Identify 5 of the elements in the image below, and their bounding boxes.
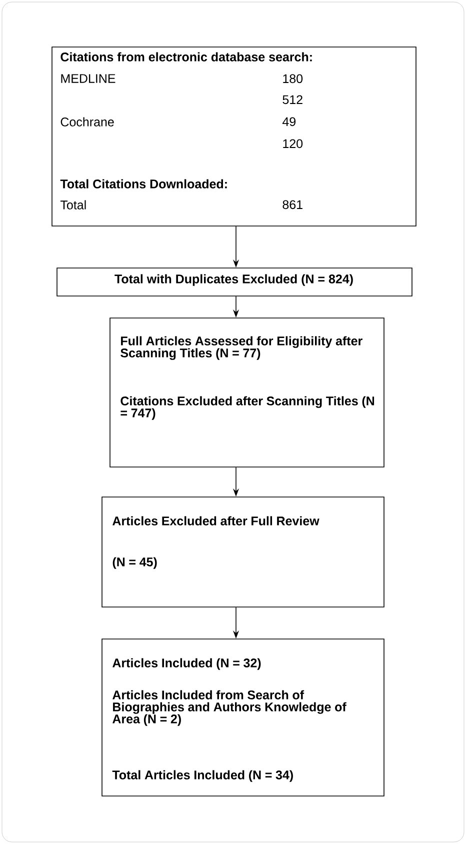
flow-box: Total with Duplicates Excluded (N = 824) <box>56 268 412 296</box>
flow-box: Articles Excluded after Full Review (N = 45) <box>102 496 384 608</box>
flow-box: Full Articles Assessed for Eligibility after Scanning Titles (N = 77) Citations Excluded after Scanning Titles (N = 747) <box>110 318 384 468</box>
flow-box: Articles Included (N = 32) Articles Included from Search of Biographies and Authors Knowledge of Area (N = 2) Total Articles Included (N = 34) <box>102 638 384 796</box>
flow-box: Citations from electronic database search: MEDLINE 180 512 Cochrane 49 120 Total Citations Downloaded: Total 861 <box>52 46 416 226</box>
